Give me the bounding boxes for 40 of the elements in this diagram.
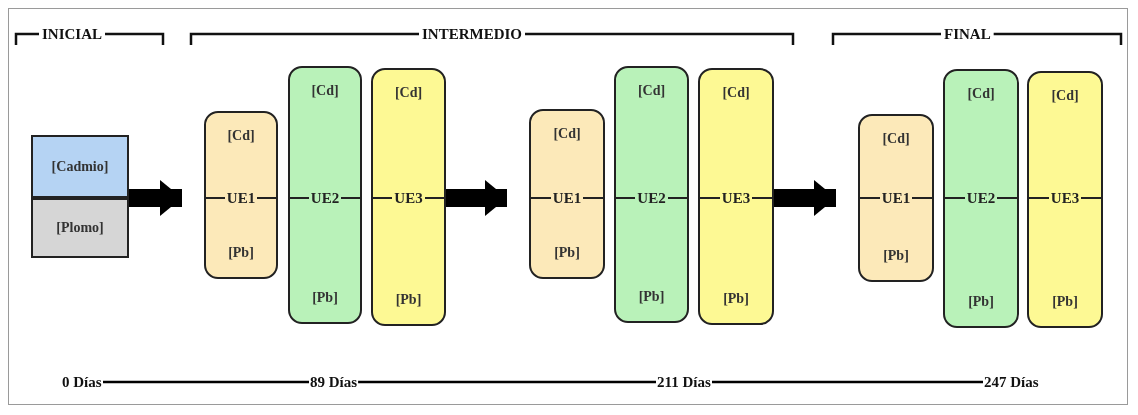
- concentration-label: [Pb]: [312, 290, 338, 305]
- timeline-line: [711, 380, 983, 384]
- unit-pill: [529, 109, 605, 279]
- unit-pill: [698, 68, 774, 325]
- concentration-label: [Cd]: [553, 126, 581, 141]
- concentration-label: [Pb]: [723, 291, 749, 306]
- phase-label: INICIAL: [41, 25, 103, 43]
- element-label: [Cadmio]: [51, 158, 109, 175]
- concentration-label: [Pb]: [968, 294, 994, 309]
- phase-label: FINAL: [943, 25, 992, 43]
- element-box: [31, 135, 129, 198]
- timeline-line: [358, 380, 656, 384]
- concentration-label: [Pb]: [228, 245, 254, 260]
- concentration-label: [Pb]: [883, 248, 909, 263]
- unit-pill: [858, 114, 934, 282]
- concentration-label: [Pb]: [554, 245, 580, 260]
- concentration-label: [Cd]: [637, 83, 666, 98]
- concentration-label: [Cd]: [722, 85, 750, 100]
- concentration-label: [Pb]: [1052, 294, 1078, 309]
- concentration-label: [Cd]: [1051, 88, 1079, 103]
- concentration-label: [Cd]: [311, 83, 339, 98]
- unit-pill: [943, 69, 1019, 328]
- unit-pill: [288, 66, 362, 324]
- concentration-label: [Cd]: [967, 86, 995, 101]
- block-arrow: [774, 180, 836, 216]
- block-arrow: [129, 180, 182, 216]
- concentration-label: [Cd]: [394, 85, 423, 100]
- unit-pill: [371, 68, 446, 326]
- timeline-line: [102, 380, 309, 384]
- unit-pill: [614, 66, 689, 323]
- block-arrow: [446, 180, 507, 216]
- concentration-label: [Pb]: [638, 289, 665, 304]
- unit-pill: [1027, 71, 1103, 328]
- concentration-label: [Cd]: [227, 128, 255, 143]
- element-box: [31, 198, 129, 258]
- concentration-label: [Cd]: [882, 131, 910, 146]
- phase-label: INTERMEDIO: [421, 25, 523, 43]
- unit-pill: [204, 111, 278, 279]
- concentration-label: [Pb]: [395, 292, 422, 307]
- element-label: [Plomo]: [56, 220, 104, 236]
